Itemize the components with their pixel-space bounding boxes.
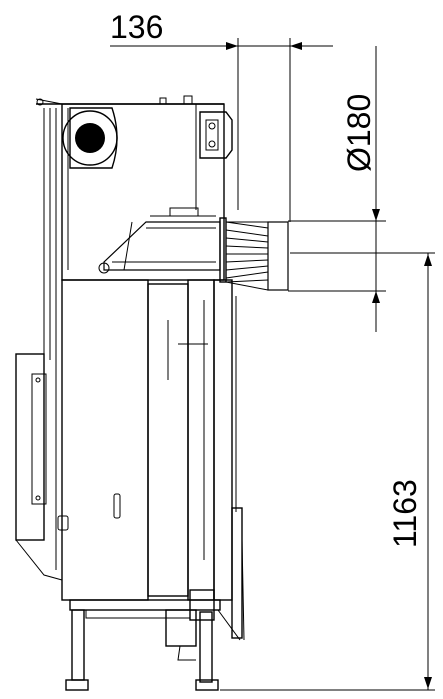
- base-and-legs: [65, 589, 241, 691]
- dimension-d180-label: Ø180: [341, 94, 377, 172]
- dimension-136-label: 136: [110, 9, 163, 45]
- firebox: [61, 279, 237, 601]
- dimension-1163: 1163: [220, 253, 435, 691]
- dimension-1163-label: 1163: [387, 479, 423, 548]
- fan-motor: [62, 107, 118, 169]
- upper-right-bracket: [199, 111, 233, 210]
- right-lower-panel: [231, 507, 245, 641]
- dimension-1163-arrow-top: [424, 254, 432, 266]
- dimension-136-arrow-right: [290, 42, 302, 50]
- dimension-1163-arrow-bottom: [424, 677, 432, 689]
- dimension-136: 136: [110, 9, 333, 222]
- flue-connector: [98, 207, 289, 291]
- left-side-panel: [15, 353, 69, 581]
- dimension-d180-arrow-top: [372, 209, 380, 221]
- stove-body: [15, 95, 289, 691]
- dimension-136-arrow-left: [226, 42, 238, 50]
- dimension-d180: Ø180: [288, 46, 435, 332]
- dimension-d180-arrow-bottom: [372, 291, 380, 303]
